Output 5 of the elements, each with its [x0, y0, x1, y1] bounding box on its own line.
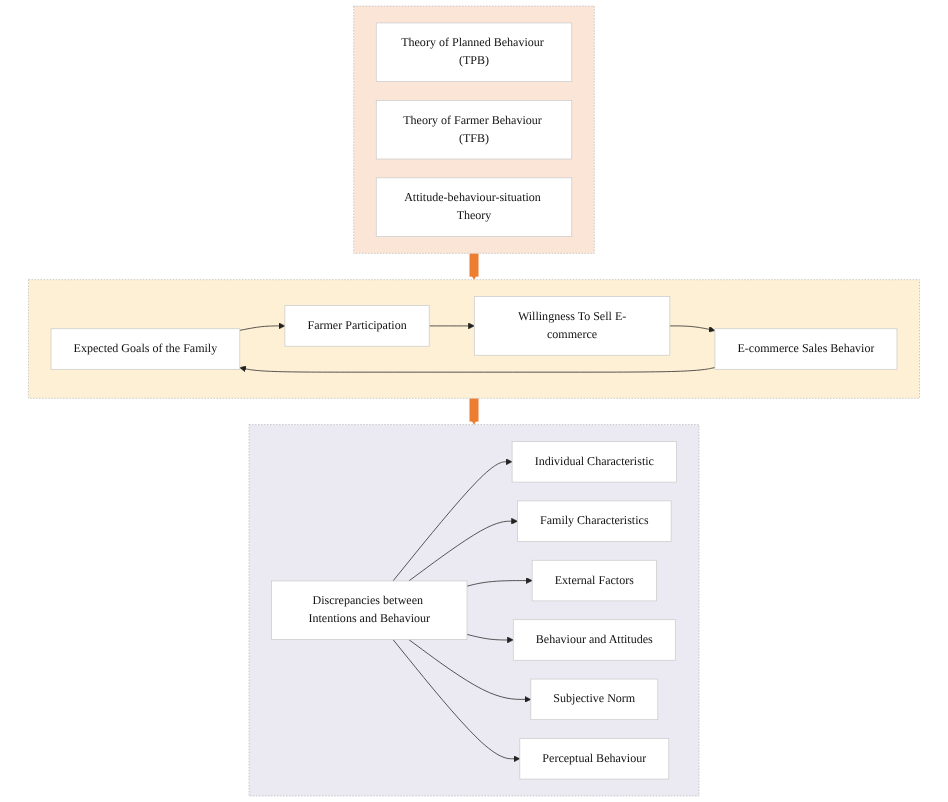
arrow: [469, 395, 479, 425]
cluster: [28, 279, 920, 399]
cluster: [353, 5, 595, 254]
cluster: [248, 424, 700, 797]
arrow: [469, 251, 479, 280]
